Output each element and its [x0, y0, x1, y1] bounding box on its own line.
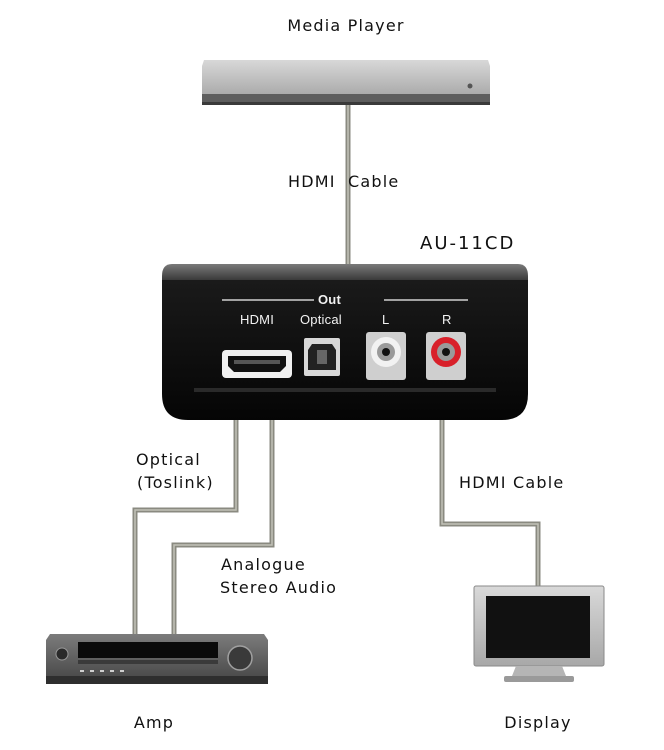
out-section-label: Out	[318, 292, 341, 307]
rca-left-port-icon	[366, 332, 406, 380]
top-cable-label: HDMI Cable	[288, 172, 400, 191]
power-led-icon	[467, 83, 473, 89]
optical-label-line2: (Toslink)	[137, 473, 214, 492]
port-label-hdmi: HDMI	[240, 312, 275, 327]
amp-label: Amp	[133, 713, 175, 732]
rca-right-port-icon	[426, 332, 466, 380]
display-label: Display	[504, 713, 572, 732]
display-hdmi-cable	[439, 418, 541, 590]
port-label-optical: Optical	[300, 312, 342, 327]
display-device	[473, 585, 605, 682]
port-label-r: R	[442, 312, 452, 327]
amp-power-icon	[55, 647, 69, 661]
amp-device	[46, 634, 268, 684]
converter-label: AU-11CD	[420, 233, 516, 254]
au-11cd-device: Out HDMI Optical L R	[162, 262, 528, 422]
volume-knob-icon	[227, 645, 253, 671]
media-player-label: Media Player	[287, 16, 405, 35]
media-player-device	[202, 60, 490, 105]
hdmi-port-icon	[222, 350, 292, 378]
port-label-l: L	[382, 312, 390, 327]
screen-icon	[486, 596, 590, 658]
analogue-label-line1: Analogue	[221, 555, 306, 574]
optical-port-icon	[304, 338, 340, 376]
optical-label-line1: Optical	[136, 450, 201, 469]
analogue-label-line2: Stereo Audio	[220, 578, 338, 597]
display-cable-label: HDMI Cable	[459, 473, 565, 492]
